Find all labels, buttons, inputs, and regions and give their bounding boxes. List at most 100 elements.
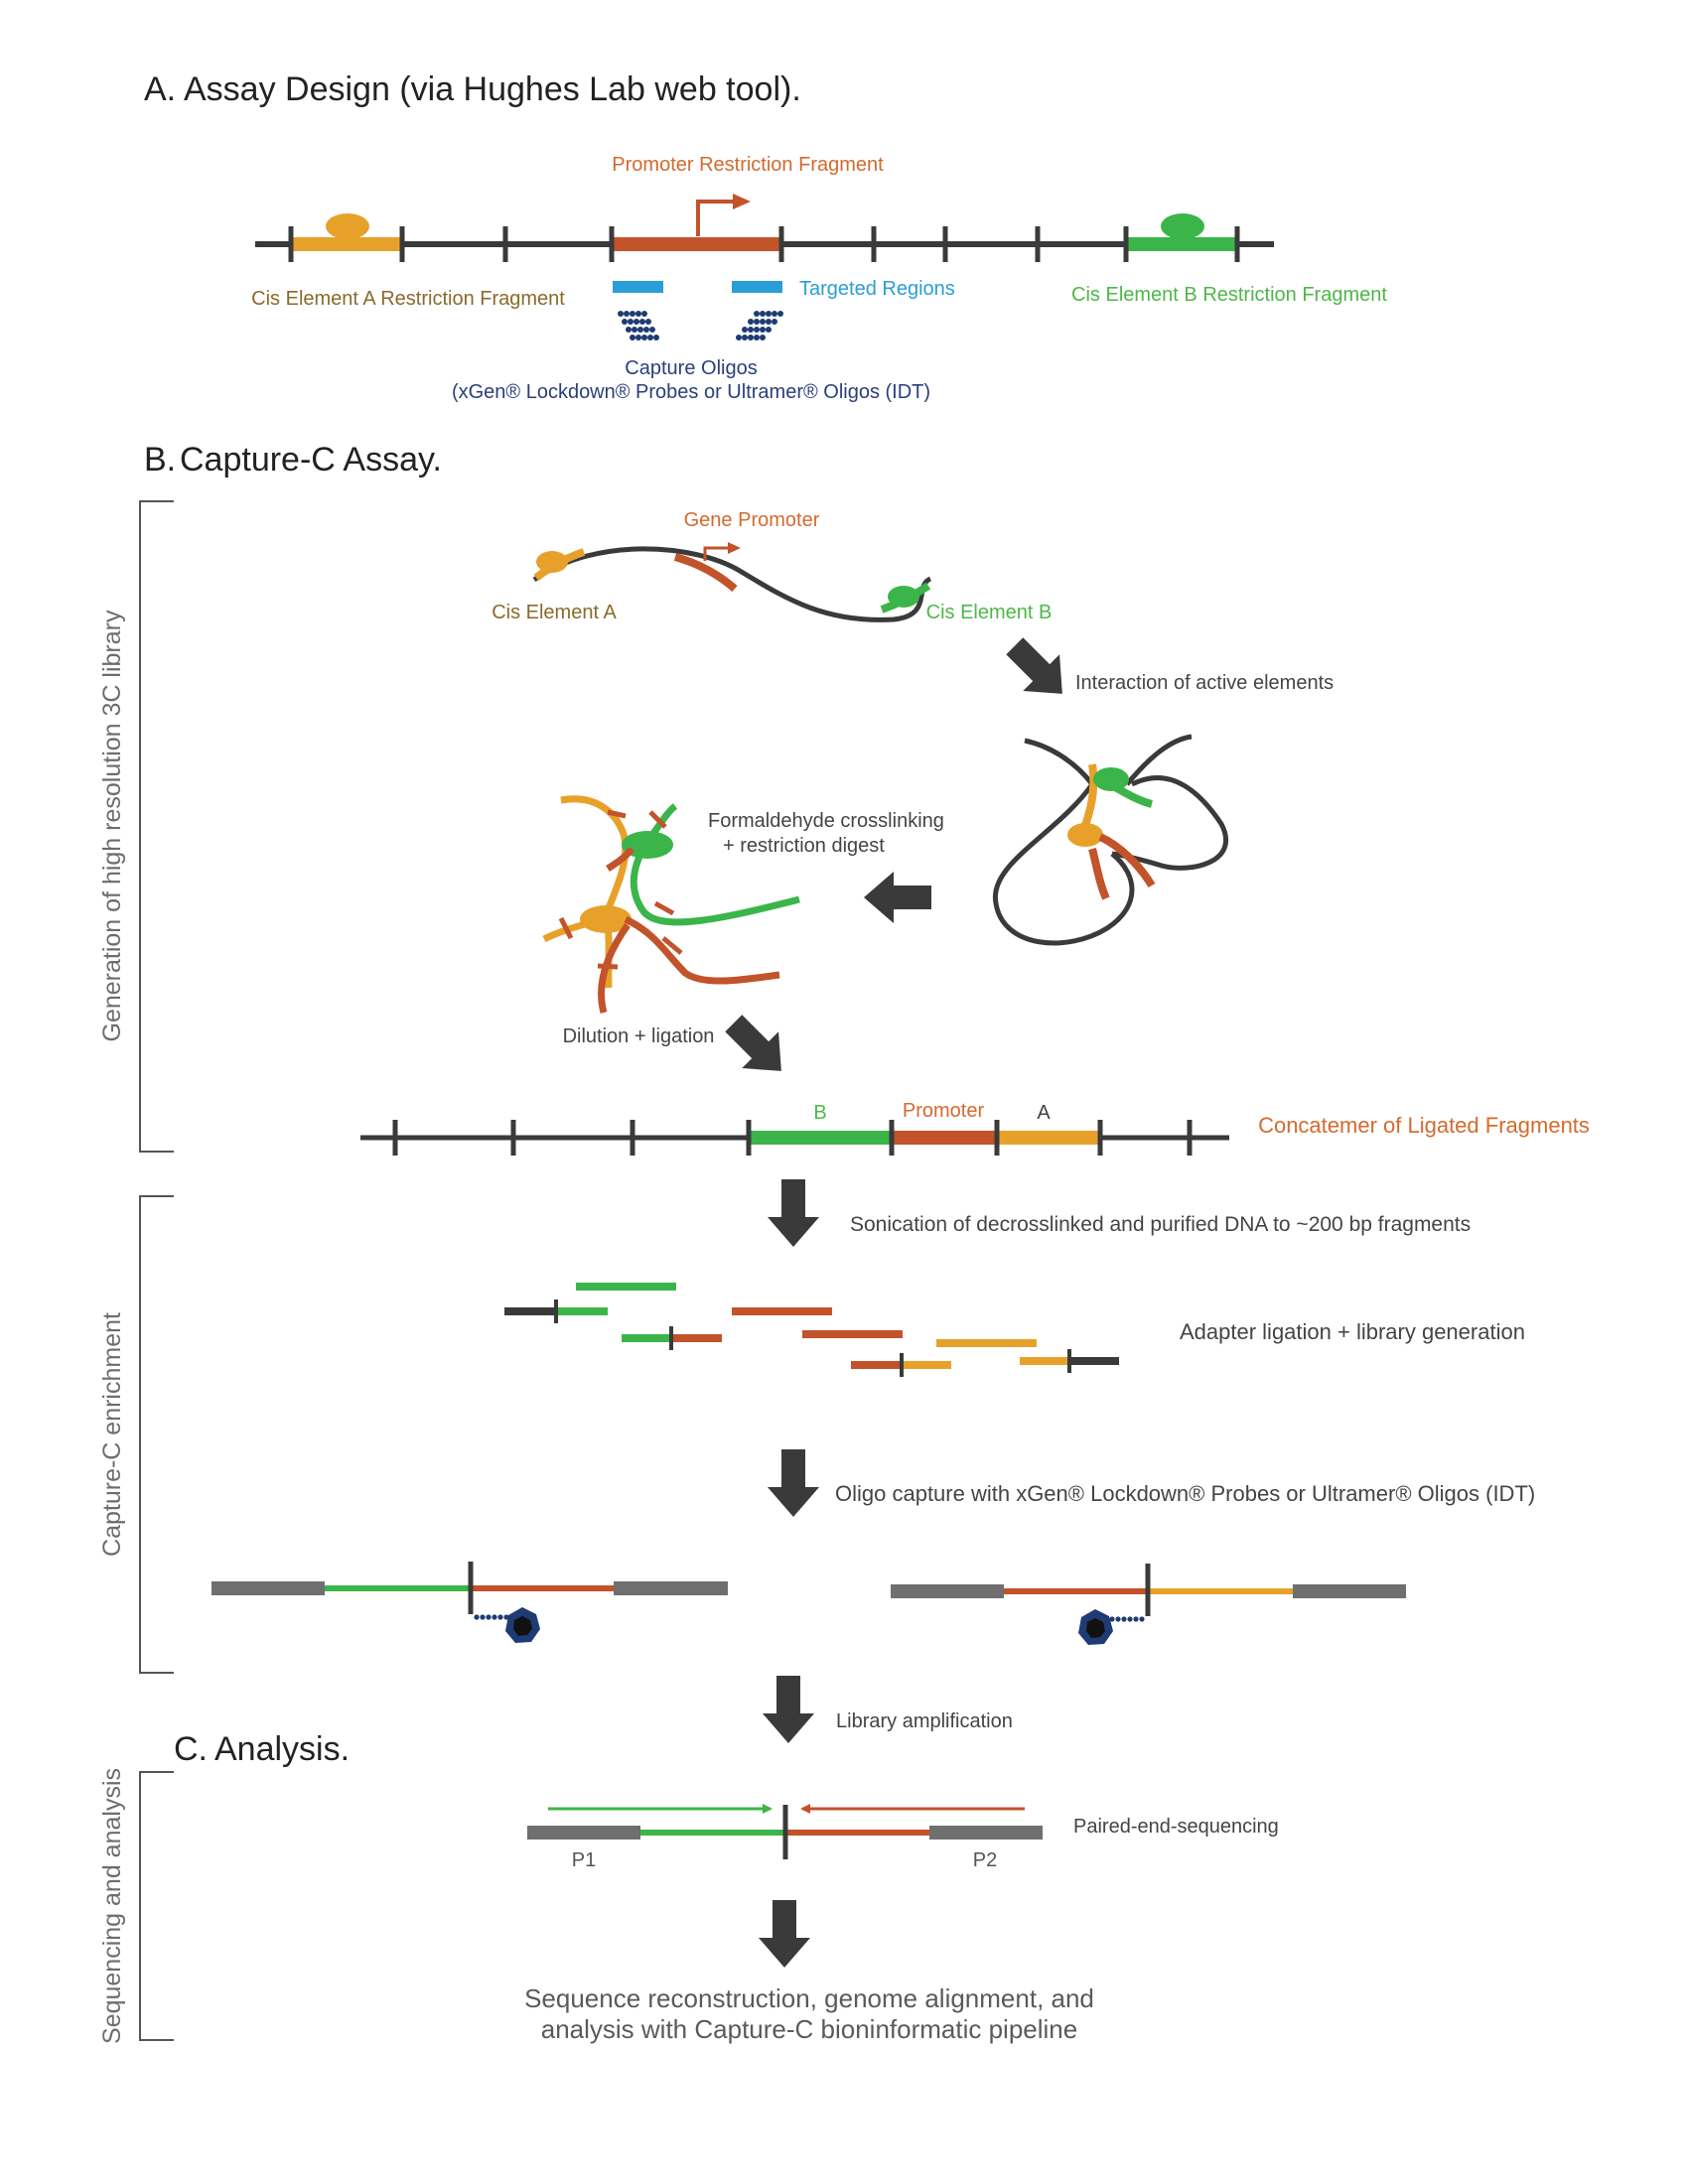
p1-label: P1: [572, 1849, 596, 1871]
final-step-line-2: analysis with Capture-C bioninformatic p…: [541, 2014, 1077, 2044]
bracket-library: [139, 500, 174, 1153]
linear-chromatin: [532, 542, 932, 622]
gene-promoter-arrow-icon: [703, 546, 730, 561]
targeted-region-left: [613, 281, 663, 293]
cis-b-blob: [888, 586, 919, 608]
cut-site-icon: [653, 900, 675, 916]
cis-b-fragment-label: Cis Element B Restriction Fragment: [1071, 284, 1387, 306]
cluster-orange-strand: [560, 795, 630, 918]
section-a-title: Assay Design (via Hughes Lab web tool).: [184, 70, 801, 108]
side-label-library: Generation of high resolution 3C library: [98, 610, 126, 1041]
loop-fiber: [1125, 734, 1193, 786]
biotin-core-icon: [513, 1616, 532, 1636]
section-b-heading: B. Capture-C Assay.: [144, 441, 442, 478]
concatemer-sites: [392, 1120, 1193, 1156]
loop-cis-a-blob: [1067, 823, 1103, 847]
concat-a-label: A: [1037, 1102, 1051, 1124]
crosslinked-cluster: [542, 795, 800, 1014]
targeted-regions-label: Targeted Regions: [799, 278, 955, 300]
p2-label: P2: [973, 1849, 997, 1871]
crosslinking-label-2: + restriction digest: [723, 835, 885, 857]
section-a-letter: A.: [144, 70, 176, 108]
oligo-capture-label: Oligo capture with xGen® Lockdown® Probe…: [835, 1481, 1535, 1506]
cis-a-fragment-label: Cis Element A Restriction Fragment: [251, 288, 565, 310]
looped-chromatin: [992, 734, 1229, 946]
interaction-label: Interaction of active elements: [1075, 672, 1334, 694]
paired-end-read: [527, 1804, 1043, 1859]
section-c-letter: C.: [174, 1730, 208, 1768]
arrow-down-icon: [759, 1900, 810, 1968]
loop-fiber: [992, 782, 1135, 946]
crosslinking-label-1: Formaldehyde crosslinking: [708, 810, 944, 832]
cluster-orange-blob: [580, 905, 632, 933]
capture-oligos-left-icon: [618, 311, 659, 341]
arrow-down-right-icon: [715, 1005, 800, 1090]
assay-design-locus: [255, 194, 1274, 341]
cut-site-icon: [597, 963, 619, 970]
loop-promoter-segment: [1088, 848, 1110, 900]
restriction-sites: [288, 226, 1240, 262]
cis-element-a-label: Cis Element A: [492, 602, 617, 623]
cut-site-icon: [558, 916, 574, 940]
adapter-label: Adapter ligation + library generation: [1180, 1319, 1525, 1344]
arrow-down-right-icon: [996, 627, 1081, 713]
arrow-left-icon: [864, 872, 931, 923]
section-b-title: Capture-C Assay.: [180, 441, 442, 478]
targeted-region-right: [732, 281, 782, 293]
captured-fragment-right: [891, 1564, 1406, 1645]
dilution-label: Dilution + ligation: [563, 1025, 715, 1047]
capture-oligo-icon: [474, 1614, 509, 1620]
loop-fiber: [1111, 775, 1229, 871]
cut-site-icon: [648, 810, 667, 829]
fragment-ligation-junctions: [554, 1299, 1071, 1377]
sonication-label: Sonication of decrosslinked and purified…: [850, 1213, 1471, 1236]
cut-site-icon: [661, 936, 683, 955]
chromatin-fiber: [532, 546, 932, 622]
amplification-label: Library amplification: [836, 1710, 1013, 1732]
paired-end-label: Paired-end-sequencing: [1073, 1816, 1279, 1838]
concatemer: [360, 1120, 1229, 1156]
arrow-down-icon: [768, 1179, 819, 1247]
cis-element-b-label: Cis Element B: [926, 602, 1053, 623]
sonicated-fragments: [504, 1283, 1119, 1369]
section-c-heading: C. Analysis.: [174, 1730, 350, 1768]
arrow-down-icon: [763, 1676, 814, 1743]
section-c-title: Analysis.: [214, 1730, 350, 1768]
tss-arrowhead-icon: [733, 194, 751, 209]
concat-b-label: B: [813, 1102, 826, 1124]
cluster-rust-strand: [624, 915, 780, 985]
cis-a-element-blob: [326, 213, 369, 239]
cis-a-blob: [536, 551, 568, 573]
capture-oligos-right-icon: [736, 311, 783, 341]
loop-cis-b-blob: [1093, 767, 1129, 791]
capture-oligos-detail-label: (xGen® Lockdown® Probes or Ultramer® Oli…: [452, 381, 930, 403]
final-step-line-1: Sequence reconstruction, genome alignmen…: [524, 1983, 1094, 2013]
capture-oligos-label: Capture Oligos: [625, 357, 757, 379]
capture-oligo-icon: [1109, 1616, 1145, 1622]
concat-promoter-label: Promoter: [903, 1100, 985, 1122]
captured-fragment-left: [211, 1562, 728, 1643]
cluster-rust-strand: [606, 847, 635, 872]
bracket-enrichment: [139, 1195, 174, 1674]
side-label-enrichment: Capture-C enrichment: [98, 1312, 126, 1557]
section-a-heading: A. Assay Design (via Hughes Lab web tool…: [144, 70, 801, 108]
side-label-sequencing: Sequencing and analysis: [98, 1768, 126, 2044]
cis-b-element-blob: [1161, 213, 1204, 239]
cluster-green-blob: [622, 831, 673, 859]
promoter-segment: [673, 553, 738, 593]
promoter-fragment-label: Promoter Restriction Fragment: [612, 154, 884, 176]
cut-site-icon: [607, 809, 627, 819]
section-b-letter: B.: [144, 441, 176, 478]
biotin-core-icon: [1086, 1618, 1105, 1638]
gene-promoter-arrowhead-icon: [728, 542, 741, 554]
tss-arrow-icon: [696, 200, 737, 236]
loop-fiber: [1024, 738, 1094, 786]
gene-promoter-label: Gene Promoter: [684, 509, 820, 531]
arrow-down-icon: [768, 1449, 819, 1517]
loop-promoter-segment: [1098, 833, 1156, 888]
side-brackets: [139, 500, 174, 2041]
bracket-sequencing: [139, 1771, 174, 2041]
cut-sites: [558, 809, 683, 970]
cluster-green-strand: [630, 847, 800, 926]
